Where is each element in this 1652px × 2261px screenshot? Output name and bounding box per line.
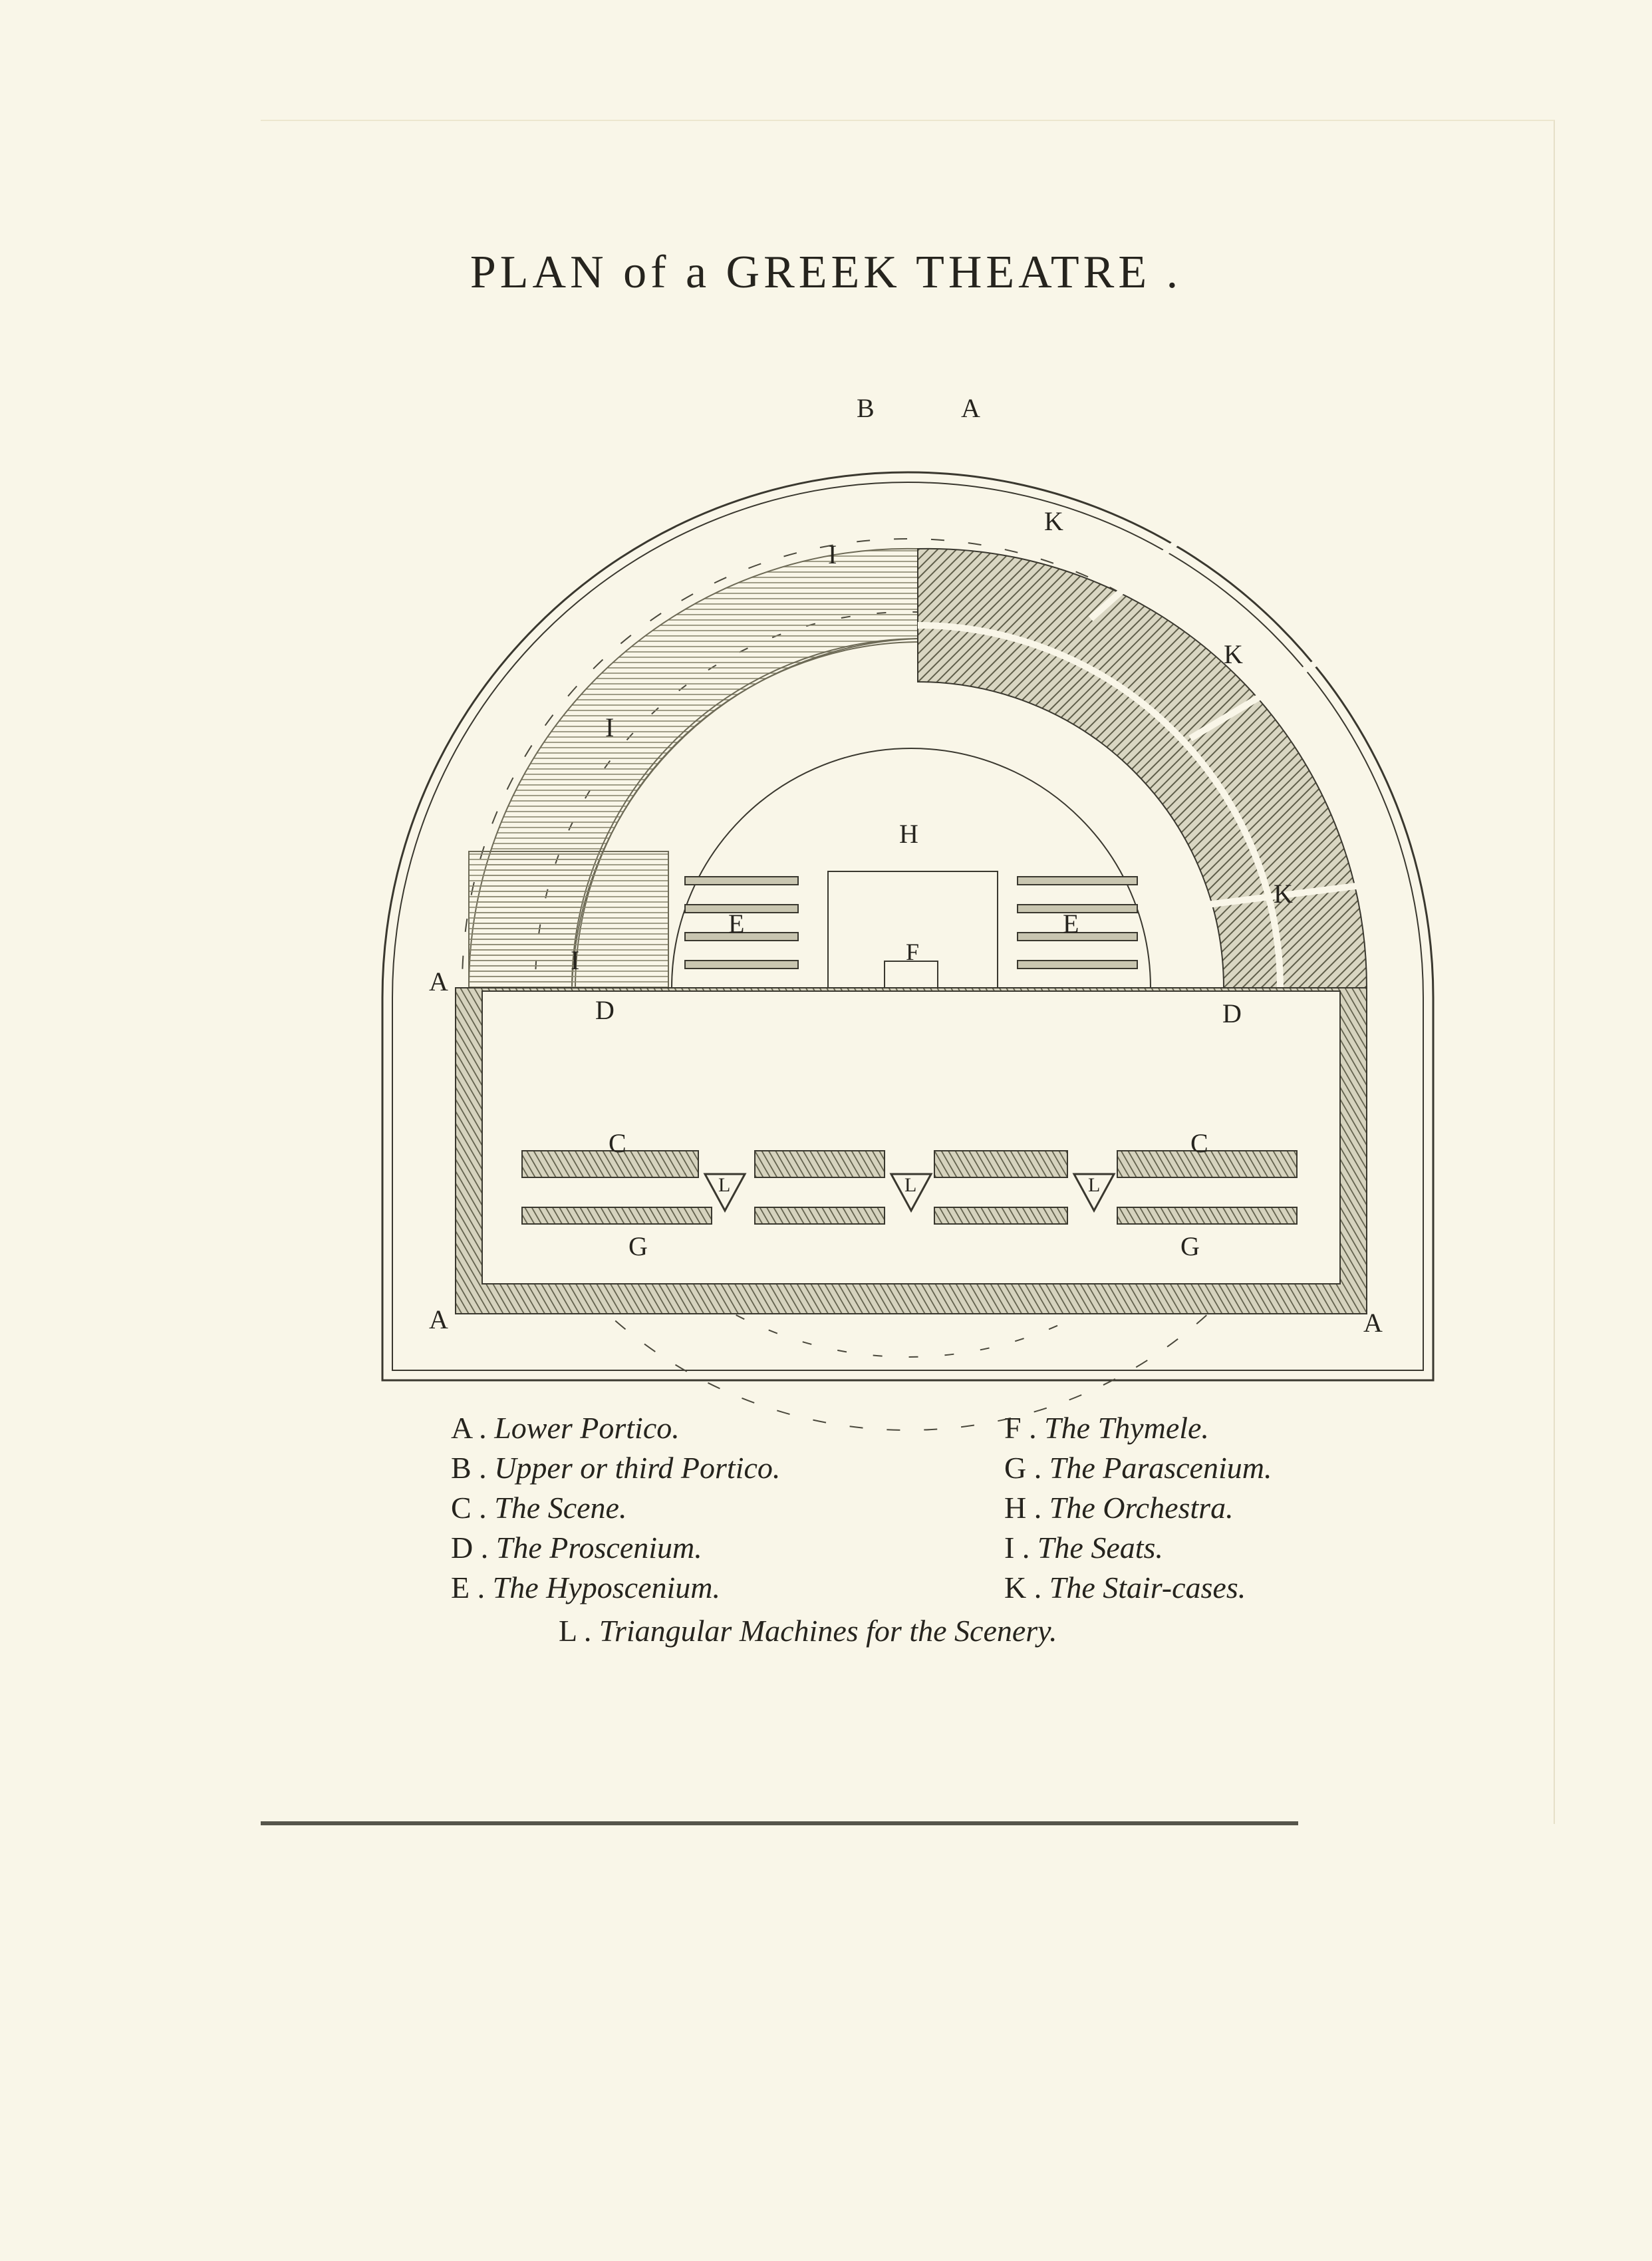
thymele-platform [827,871,998,988]
plan-label-B: B [857,393,875,423]
hyposcenium-left [684,876,799,969]
legend-key: F . [1004,1411,1037,1445]
legend-text: Upper or third Portico. [494,1451,781,1485]
legend-item-H: H . The Orchestra. [1004,1490,1234,1525]
plan-label-A-left: A [429,967,448,996]
plan-label-K-1: K [1044,506,1063,536]
plan-label-A-top: A [961,393,980,423]
plan-label-I-1: I [828,539,837,569]
legend-text: The Thymele. [1044,1411,1209,1445]
plan-label-A-bottom-right: A [1363,1308,1383,1338]
engraved-plate-border [261,120,1555,1824]
legend-key: D . [451,1531,489,1565]
plan-label-D-right: D [1222,998,1242,1028]
legend-text: The Hyposcenium. [492,1571,720,1604]
plan-label-I-2: I [605,712,615,742]
scene-walls [521,1150,1298,1178]
legend-text: Triangular Machines for the Scenery. [599,1614,1057,1648]
legend-item-I: I . The Seats. [1004,1530,1163,1565]
legend-key: E . [451,1571,485,1604]
plan-label-K-3: K [1274,879,1293,909]
plan-label-E-left: E [728,909,745,939]
plan-label-F: F [906,939,920,965]
plate-title: PLAN of a GREEK THEATRE . [470,247,1182,298]
legend-item-F: F . The Thymele. [1004,1410,1209,1445]
legend-key: C . [451,1491,487,1525]
legend-text: The Parascenium. [1049,1451,1272,1485]
legend-item-L: L . Triangular Machines for the Scenery. [559,1613,1057,1648]
legend-item-B: B . Upper or third Portico. [451,1450,780,1485]
legend-item-K: K . The Stair-cases. [1004,1570,1246,1605]
plan-label-C-left: C [609,1128,626,1158]
outer-wall [381,471,1435,1382]
legend-text: The Scene. [494,1491,627,1525]
legend-text: The Orchestra. [1049,1491,1234,1525]
legend-text: The Stair-cases. [1049,1571,1246,1604]
parascenium-walls [521,1207,1298,1225]
plan-label-I-3: I [571,945,580,975]
legend-text: Lower Portico. [494,1411,680,1445]
legend-key: L . [559,1614,592,1648]
legend-text: The Proscenium. [495,1531,702,1565]
plan-label-L-1: L [718,1174,731,1196]
stair-cases-right-divide [917,622,1284,988]
stair-cases-right-cavea [917,547,1368,988]
legend-key: K . [1004,1571,1042,1604]
legend-item-E: E . The Hyposcenium. [451,1570,720,1605]
plan-label-K-2: K [1224,639,1243,669]
legend-item-D: D . The Proscenium. [451,1530,702,1565]
triangular-machines [703,1173,1116,1213]
plan-label-E-right: E [1063,909,1079,939]
legend-key: B . [451,1451,487,1485]
seats-left-straight [468,851,669,988]
plan-label-G-right: G [1180,1231,1200,1261]
legend-key: A . [451,1411,487,1445]
legend-key: I . [1004,1531,1030,1565]
legend-key: H . [1004,1491,1042,1525]
legend-text: The Seats. [1037,1531,1163,1565]
outer-wall-inner [392,482,1424,1371]
plate-bottom-rule [261,1821,1298,1825]
hyposcenium-right [1017,876,1138,969]
legend-item-G: G . The Parascenium. [1004,1450,1272,1485]
plan-label-L-2: L [904,1174,917,1196]
legend-key: G . [1004,1451,1042,1485]
plan-label-G-left: G [628,1231,648,1261]
legend-item-C: C . The Scene. [451,1490,626,1525]
legend-item-A: A . Lower Portico. [451,1410,680,1445]
plan-label-H: H [899,819,918,849]
plan-label-C-right: C [1190,1128,1208,1158]
plan-label-D-left: D [595,995,615,1025]
plan-label-A-bottom-left: A [429,1304,448,1334]
plan-label-L-3: L [1088,1174,1101,1196]
